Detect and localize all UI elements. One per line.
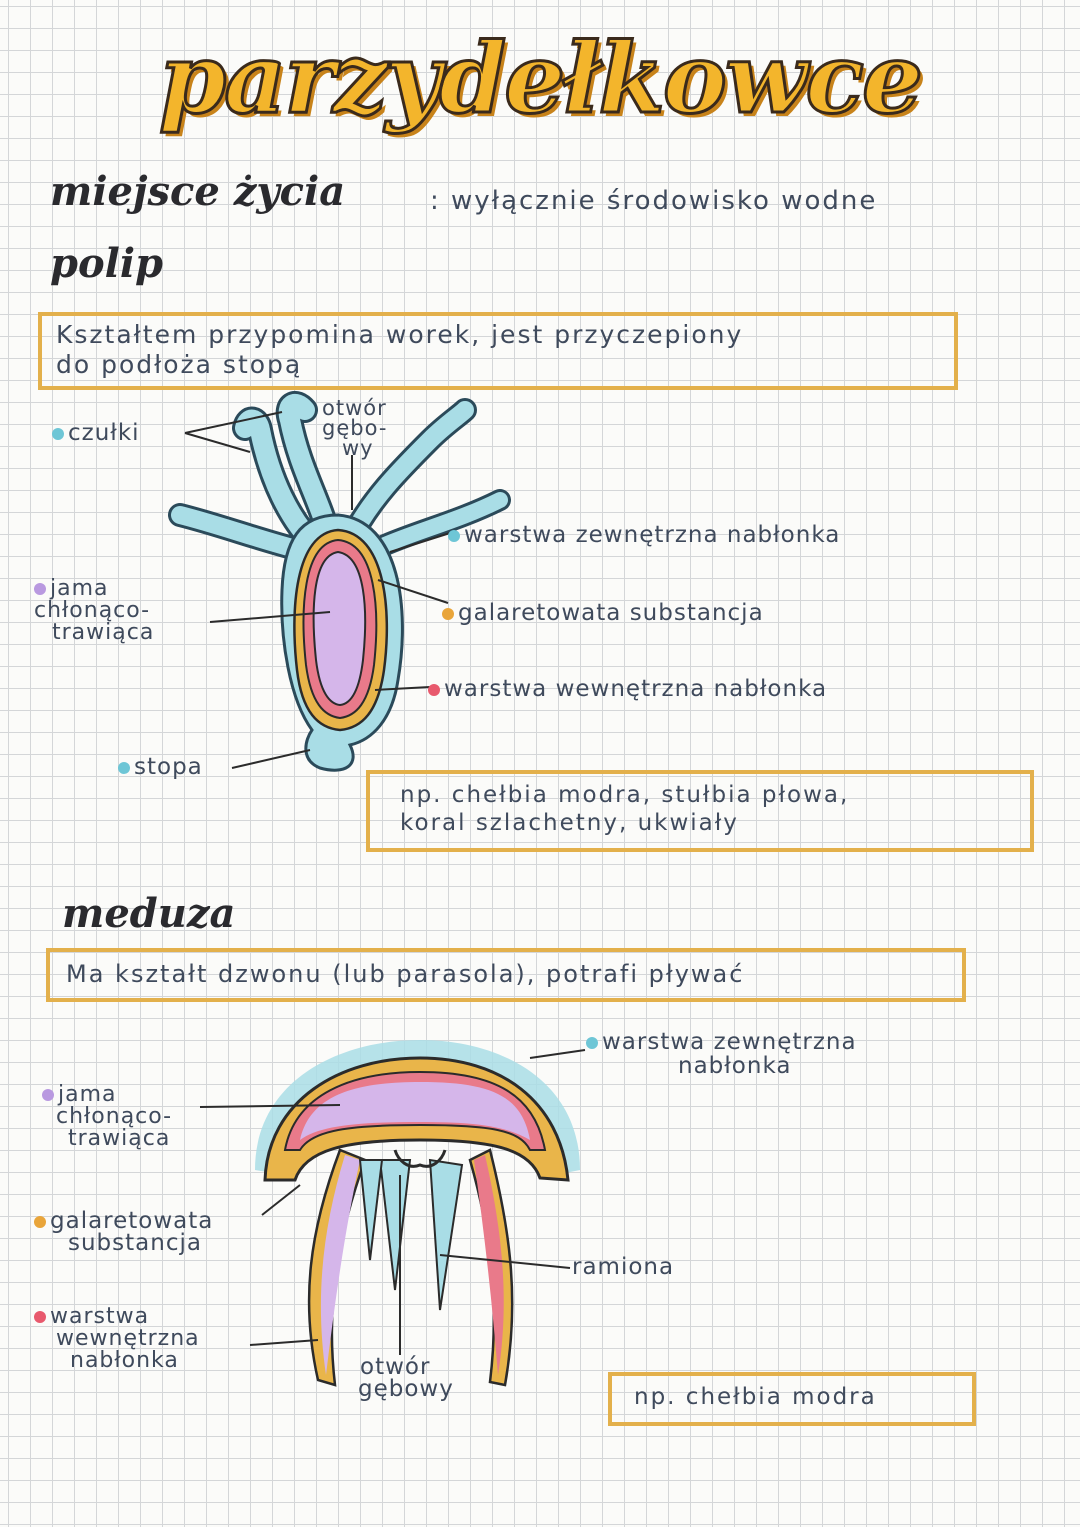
habitat-heading: miejsce życia [50,168,346,215]
polyp-examples-box: np. chełbia modra, stułbia płowa, koral … [366,770,1034,852]
polyp-heading: polip [50,240,164,287]
jf-inner-layer-dot [34,1311,46,1323]
polyp-examples-line2: koral szlachetny, ukwiały [400,810,739,836]
polyp-examples-line1: np. chełbia modra, stułbia płowa, [400,782,850,808]
page-title: parzydełkowce [157,21,924,137]
jellyfish-label-inner-layer: warstwa wewnętrzna nabłonka [34,1306,200,1372]
habitat-text: : wyłącznie środowisko wodne [430,186,878,216]
polyp-label-inner-layer: warstwa wewnętrzna nabłonka [428,678,827,701]
polyp-label-outer-layer: warstwa zewnętrzna nabłonka [448,524,840,547]
polyp-diagram [168,391,511,772]
polyp-label-jelly: galaretowata substancja [442,602,764,625]
jellyfish-diagram [199,1040,586,1387]
jellyfish-label-jelly: galaretowata substancja [34,1210,213,1255]
jellyfish-description: Ma kształt dzwonu (lub parasola), potraf… [66,960,745,988]
jellyfish-arms [307,1148,514,1387]
tentacles-dot [52,427,64,440]
outer-layer-dot [448,529,460,542]
jf-cavity-dot [42,1089,54,1101]
polyp-description-line2: do podłoża stopą [56,350,303,379]
jellyfish-cavity [300,1082,530,1140]
polyp-description-box: Kształtem przypomina worek, jest przycze… [38,312,958,390]
jellyfish-description-box: Ma kształt dzwonu (lub parasola), potraf… [46,948,966,1002]
jellyfish-examples-box: np. chełbia modra [608,1372,976,1426]
polyp-label-tentacles: czułki [52,422,140,445]
polyp-tentacles [168,391,511,562]
jf-jelly-dot [34,1215,46,1228]
cavity-dot [34,583,46,595]
jellyfish-label-arms: ramiona [572,1254,675,1280]
polyp-description-line1: Kształtem przypomina worek, jest przycze… [56,320,744,349]
jellyfish-heading: meduza [62,890,236,937]
foot-dot [118,761,130,774]
polyp-cavity [312,550,367,707]
jellyfish-label-cavity: jama chłonąco-trawiąca [42,1084,172,1150]
jellyfish-label-mouth: otwór gębowy [358,1354,454,1402]
polyp-label-cavity: jama chłonąco-trawiąca [34,576,155,645]
inner-layer-dot [428,683,440,696]
polyp-label-foot: stopa [118,756,203,779]
jelly-dot [442,607,454,620]
jf-outer-layer-dot [586,1036,598,1049]
jellyfish-examples: np. chełbia modra [634,1384,877,1410]
jellyfish-label-outer-layer: warstwa zewnętrzna nabłonka [586,1030,857,1078]
